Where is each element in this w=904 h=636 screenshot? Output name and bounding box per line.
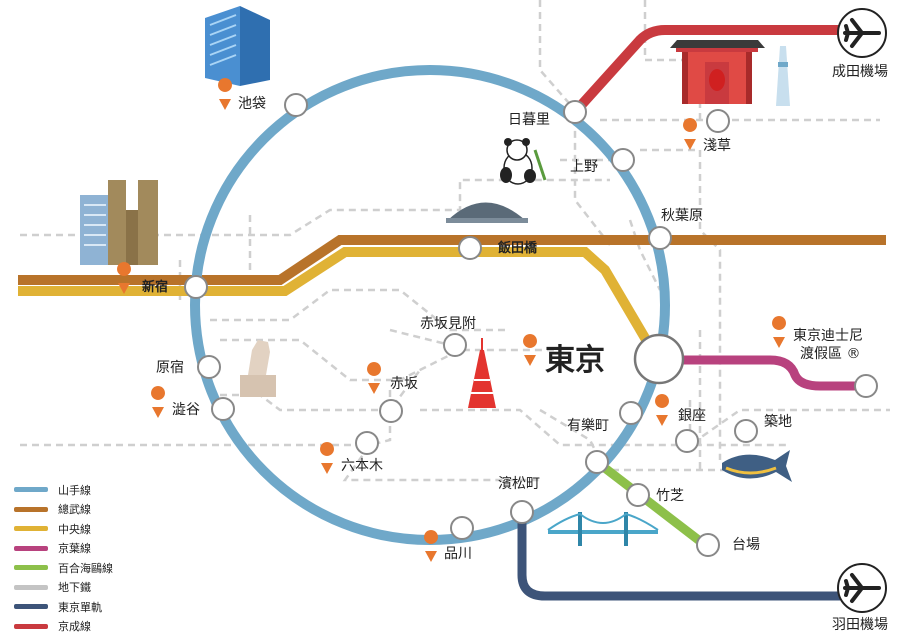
station-label-akihabara: 秋葉原 bbox=[661, 208, 703, 224]
legend-label: 京成線 bbox=[58, 618, 91, 634]
legend-label: 百合海鷗線 bbox=[58, 560, 113, 576]
station-marker bbox=[855, 375, 877, 397]
station-label-shinjuku: 新宿 bbox=[142, 279, 168, 295]
station-label-iidabashi: 飯田橋 bbox=[497, 240, 538, 256]
dog-statue-icon bbox=[240, 340, 276, 397]
legend-label: 總武線 bbox=[58, 501, 91, 517]
keiyo-line bbox=[660, 360, 866, 386]
location-pin-icon bbox=[320, 442, 334, 474]
skytree-icon bbox=[776, 46, 790, 106]
station-marker-tokyo bbox=[635, 335, 683, 383]
station-marker bbox=[586, 451, 608, 473]
station-label-ikebukuro: 池袋 bbox=[238, 96, 266, 112]
station-label-akasaka: 赤坂 bbox=[390, 376, 418, 392]
station-marker bbox=[511, 501, 533, 523]
station-marker bbox=[185, 276, 207, 298]
station-label-akasakamitsuke: 赤坂見附 bbox=[420, 316, 476, 332]
station-label-harajuku: 原宿 bbox=[156, 359, 184, 376]
station-marker bbox=[212, 398, 234, 420]
station-marker bbox=[380, 400, 402, 422]
line-legend: 山手線總武線中央線京葉線百合海鷗線地下鐵東京單軌京成線 bbox=[14, 480, 113, 636]
station-marker bbox=[356, 432, 378, 454]
station-label-ueno: 上野 bbox=[570, 159, 598, 175]
station-label-tokyo: 東京 bbox=[545, 343, 605, 378]
legend-label: 京葉線 bbox=[58, 540, 91, 556]
station-marker bbox=[198, 356, 220, 378]
station-label-shibuya: 澁谷 bbox=[172, 402, 200, 418]
legend-swatch bbox=[14, 526, 48, 531]
shrine-gate-icon bbox=[670, 40, 765, 104]
legend-item: 京成線 bbox=[14, 617, 113, 636]
legend-swatch bbox=[14, 604, 48, 609]
station-label-nippori: 日暮里 bbox=[508, 112, 550, 128]
panda-icon bbox=[500, 138, 545, 184]
station-marker bbox=[612, 149, 634, 171]
bridge-icon bbox=[548, 512, 658, 546]
station-marker bbox=[649, 227, 671, 249]
legend-item: 總武線 bbox=[14, 500, 113, 520]
legend-item: 百合海鷗線 bbox=[14, 558, 113, 578]
airplane-icon bbox=[838, 9, 886, 57]
station-label-ginza: 銀座 bbox=[678, 408, 706, 424]
station-marker bbox=[697, 534, 719, 556]
legend-label: 地下鐵 bbox=[58, 579, 91, 595]
government-building-icon bbox=[80, 180, 158, 265]
station-label-roppongi: 六本木 bbox=[341, 458, 383, 474]
legend-label: 東京單軌 bbox=[58, 599, 102, 615]
legend-swatch bbox=[14, 585, 48, 590]
station-marker bbox=[627, 484, 649, 506]
legend-swatch bbox=[14, 487, 48, 492]
station-label-tsukiji: 築地 bbox=[764, 414, 792, 430]
legend-item: 地下鐵 bbox=[14, 578, 113, 598]
station-label-hamamatsucho: 濱松町 bbox=[498, 476, 540, 492]
legend-item: 中央線 bbox=[14, 519, 113, 539]
station-label-disney-line2: 渡假區 ® bbox=[800, 346, 860, 362]
location-pin-icon bbox=[683, 118, 697, 150]
station-marker bbox=[707, 110, 729, 132]
legend-item: 京葉線 bbox=[14, 539, 113, 559]
location-pin-icon bbox=[151, 386, 165, 418]
station-marker bbox=[459, 237, 481, 259]
fish-icon bbox=[722, 450, 792, 482]
location-pin-icon bbox=[655, 394, 669, 426]
station-label-shinagawa: 品川 bbox=[444, 546, 472, 562]
station-marker bbox=[285, 94, 307, 116]
tokyo-tower-icon bbox=[468, 338, 496, 408]
legend-label: 山手線 bbox=[58, 482, 91, 498]
station-marker bbox=[620, 402, 642, 424]
station-marker bbox=[451, 517, 473, 539]
station-label-disney-line1: 東京迪士尼 bbox=[793, 328, 863, 344]
legend-item: 東京單軌 bbox=[14, 597, 113, 617]
station-label-yurakucho: 有樂町 bbox=[567, 417, 609, 434]
station-label-takeshiba: 竹芝 bbox=[656, 488, 684, 504]
station-marker bbox=[676, 430, 698, 452]
legend-item: 山手線 bbox=[14, 480, 113, 500]
station-marker bbox=[564, 101, 586, 123]
airplane-icon bbox=[838, 564, 886, 612]
station-marker bbox=[444, 334, 466, 356]
station-label-asakusa: 淺草 bbox=[703, 138, 731, 154]
location-pin-icon bbox=[772, 316, 786, 348]
legend-swatch bbox=[14, 565, 48, 570]
location-pin-icon bbox=[424, 530, 438, 562]
legend-swatch bbox=[14, 624, 48, 629]
legend-swatch bbox=[14, 507, 48, 512]
legend-label: 中央線 bbox=[58, 521, 91, 537]
chuo-line bbox=[18, 252, 655, 355]
legend-swatch bbox=[14, 546, 48, 551]
airport-label-narita: 成田機場 bbox=[832, 64, 888, 80]
location-pin-icon bbox=[218, 78, 232, 110]
airport-label-haneda: 羽田機場 bbox=[832, 617, 888, 633]
station-marker bbox=[735, 420, 757, 442]
station-label-daiba: 台場 bbox=[732, 537, 760, 553]
location-pin-icon bbox=[367, 362, 381, 394]
building-icon bbox=[205, 6, 270, 86]
stadium-icon bbox=[446, 203, 528, 224]
